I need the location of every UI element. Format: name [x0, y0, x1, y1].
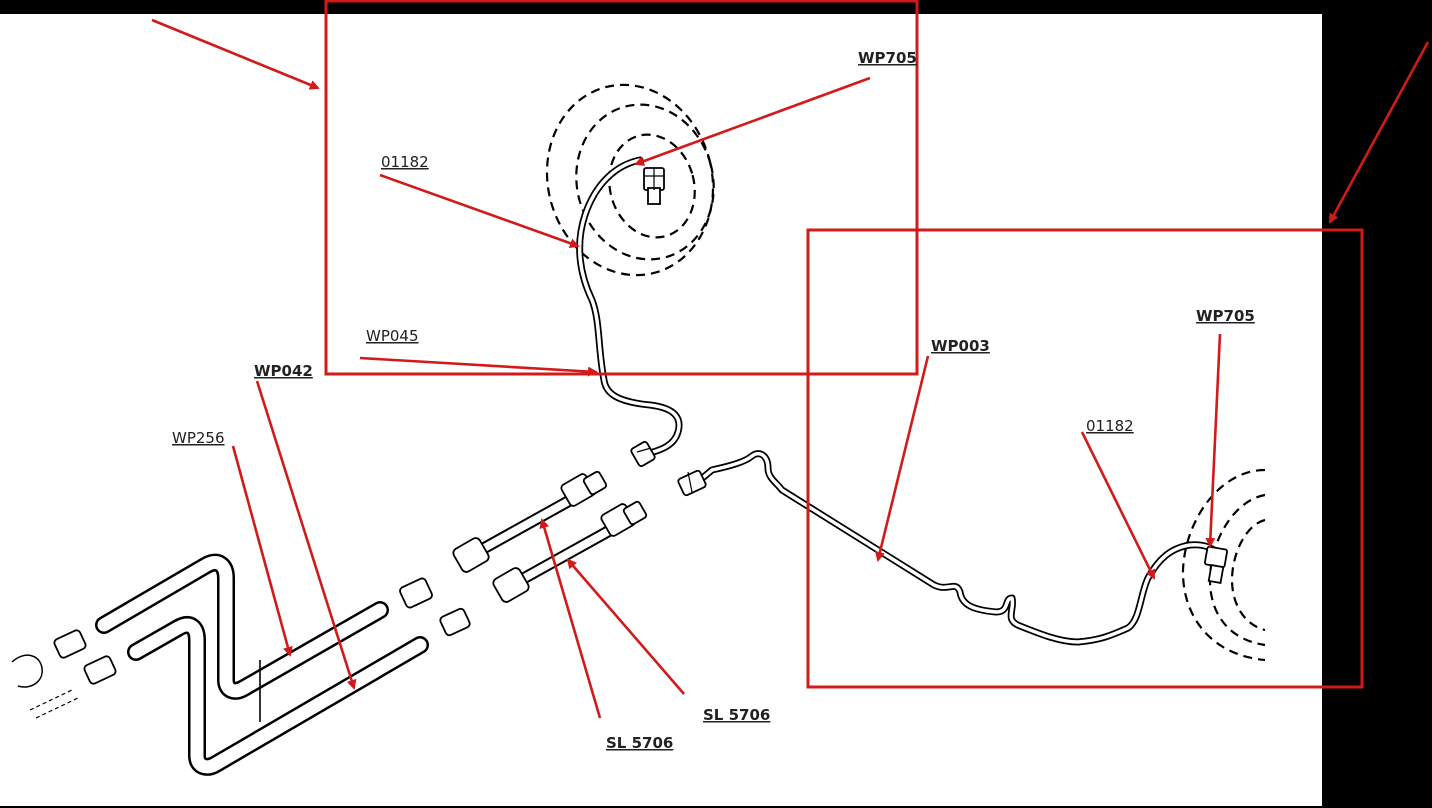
left-brake-line — [576, 156, 683, 467]
callout-wp045: WP045 — [366, 327, 419, 345]
arrow-to-right-box — [1328, 41, 1430, 224]
callout-01182-right: 01182 — [1086, 417, 1134, 435]
callout-wp705-top: WP705 — [858, 49, 917, 67]
callout-wp705-right: WP705 — [1196, 307, 1255, 325]
callout-wp042: WP042 — [254, 362, 313, 380]
right-bleed-fitting — [1204, 545, 1228, 584]
arrow-wp045 — [359, 356, 598, 377]
callout-wp003: WP003 — [931, 337, 990, 355]
flex-hose-upper — [452, 470, 608, 573]
leader-arrows — [151, 18, 1430, 719]
right-brake-line — [677, 450, 1218, 646]
arrow-wp003 — [875, 355, 930, 562]
left-wheel-drum — [545, 83, 715, 277]
left-bleed-fitting — [643, 167, 665, 205]
arrow-to-left-box — [151, 18, 320, 90]
arrow-wp256 — [231, 445, 293, 657]
arrow-wp705-top — [634, 76, 871, 166]
arrow-sl5706-a — [539, 518, 602, 719]
highlight-box-right-wheel — [806, 228, 1364, 689]
flex-hose-lower — [492, 500, 648, 603]
callout-sl5706-b: SL 5706 — [703, 706, 770, 724]
arrow-01182-top — [379, 173, 580, 249]
arrow-wp042 — [255, 380, 357, 690]
callout-01182-top: 01182 — [381, 153, 429, 171]
callout-sl5706-a: SL 5706 — [606, 734, 673, 752]
arrow-01182-right — [1080, 431, 1156, 580]
callout-wp256: WP256 — [172, 429, 225, 447]
highlight-box-left-wheel — [324, 0, 919, 376]
loose-fittings — [11, 577, 471, 719]
hard-line-wp256 — [127, 616, 429, 776]
arrow-wp705-right — [1205, 333, 1222, 548]
arrow-sl5706-b — [566, 558, 685, 695]
hard-line-wp042 — [95, 553, 389, 700]
